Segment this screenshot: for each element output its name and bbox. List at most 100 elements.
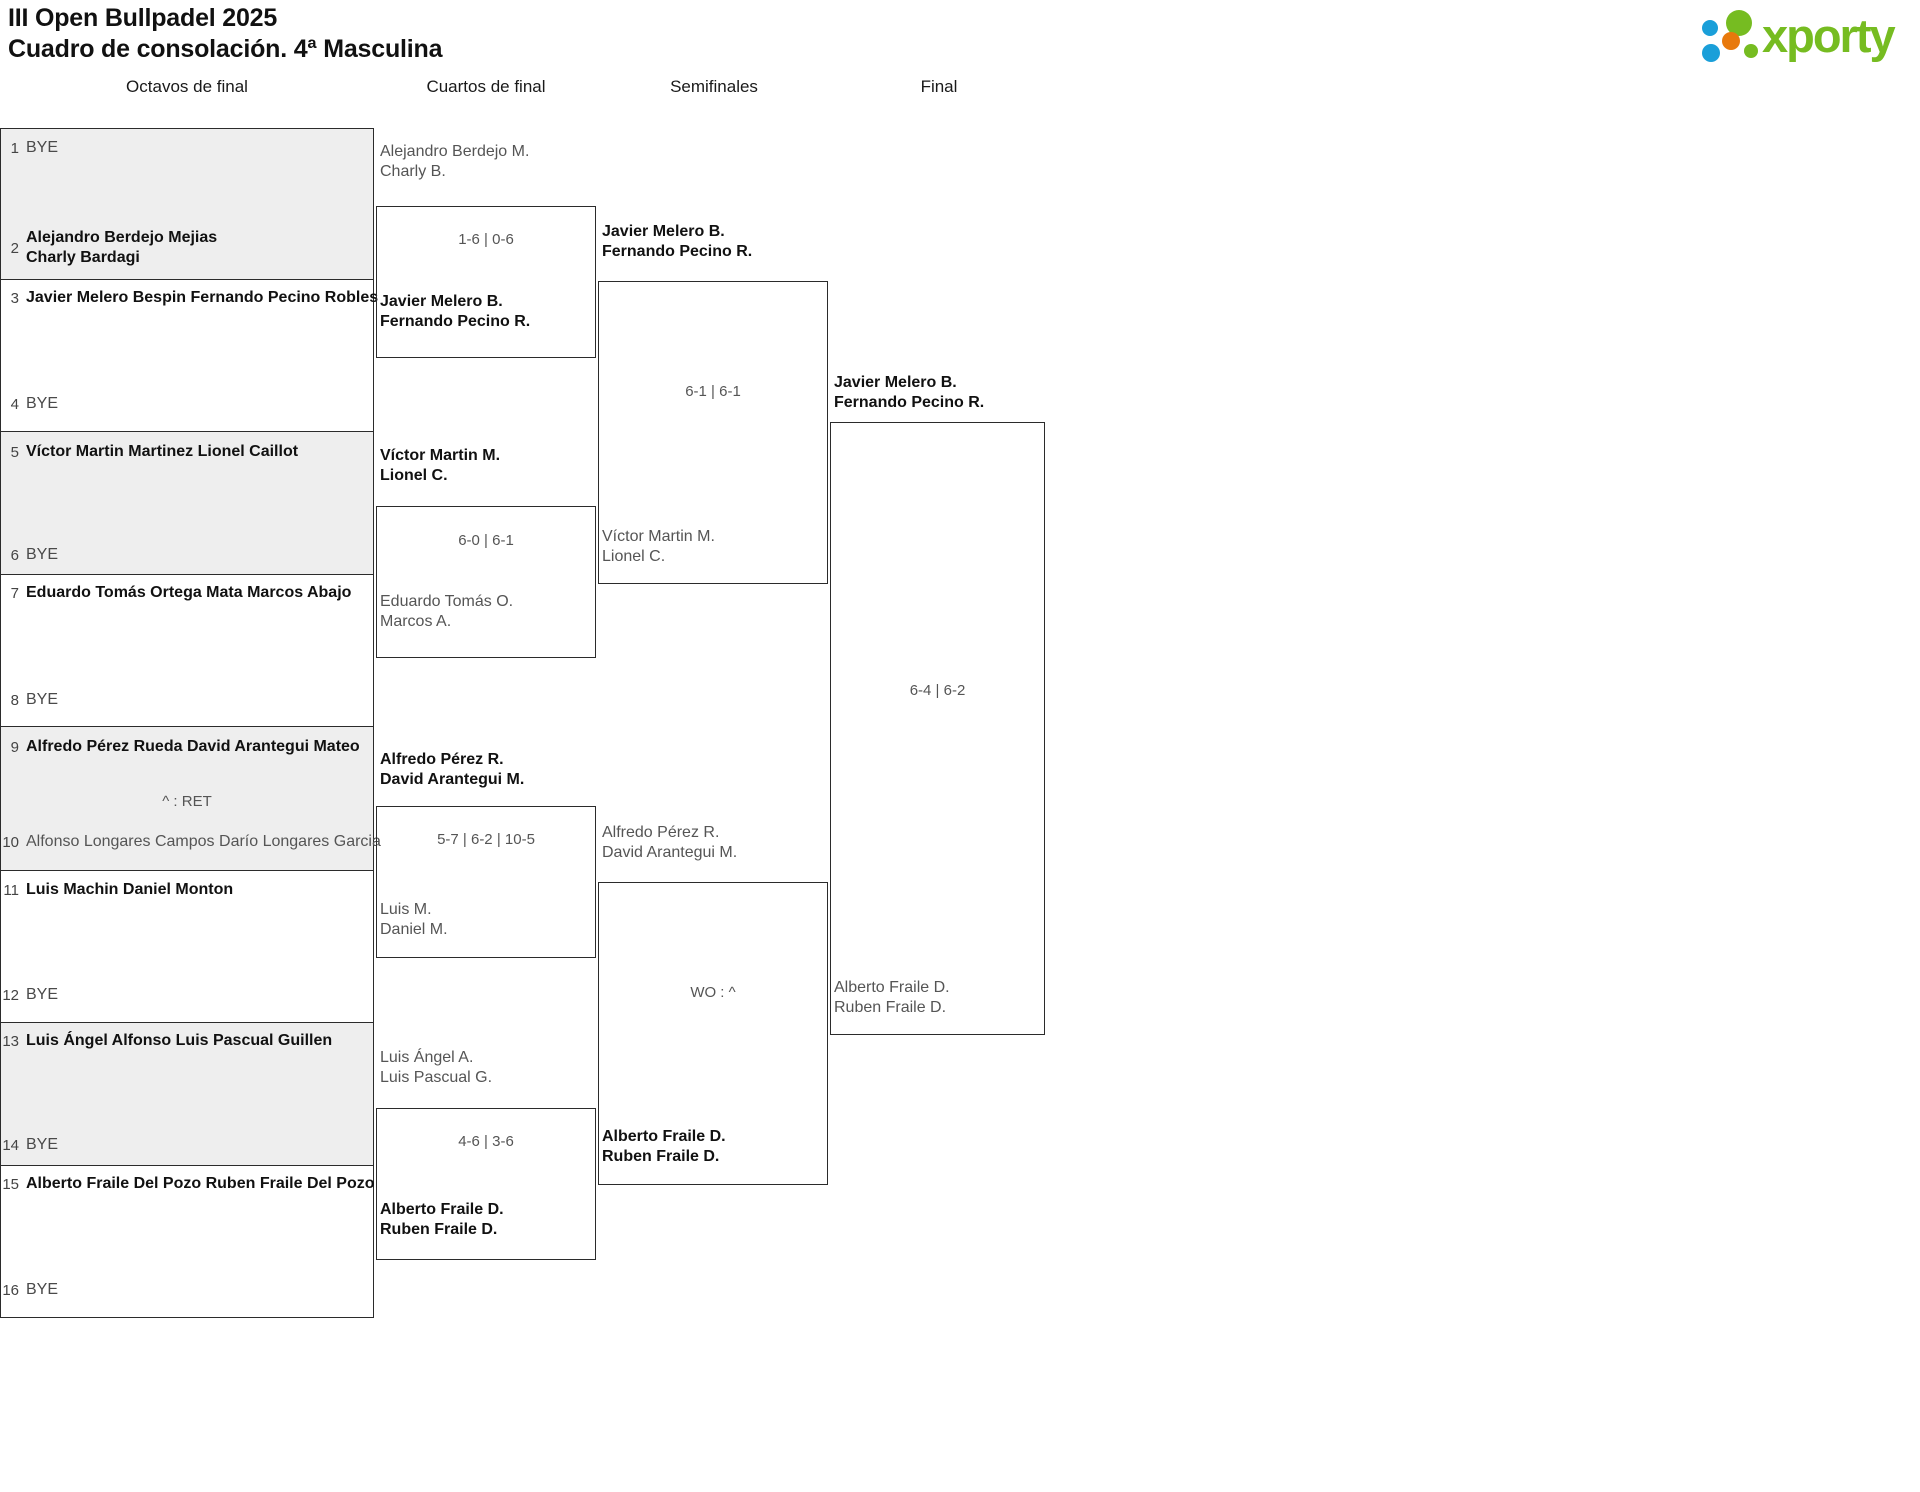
qf-match-box-3[interactable]: [376, 806, 596, 958]
r1-seed-15[interactable]: 15 Alberto Fraile Del Pozo Ruben Fraile …: [0, 1174, 374, 1194]
qf-1-team-bottom: Javier Melero B. Fernando Pecino R.: [380, 293, 531, 330]
r1-seed-4[interactable]: 4 BYE: [0, 394, 374, 414]
qf-1-team-top: Alejandro Berdejo M. Charly B.: [380, 143, 530, 180]
qf-match-box-4[interactable]: [376, 1108, 596, 1260]
bracket-subtitle: Cuadro de consolación. 4ª Masculina: [8, 35, 443, 63]
sf-match-score-1: 6-1 | 6-1: [685, 383, 741, 400]
seed-team: Luis Machin Daniel Monton: [26, 881, 234, 898]
seed-number: 12: [2, 986, 19, 1004]
seed-number: 10: [2, 833, 19, 851]
seed-number: 4: [10, 395, 19, 413]
seed-number: 14: [2, 1136, 19, 1154]
qf-match-score-3: 5-7 | 6-2 | 10-5: [437, 831, 535, 848]
qf-match-box-1[interactable]: [376, 206, 596, 358]
seed-number: 16: [2, 1281, 19, 1299]
r1-seed-16[interactable]: 16 BYE: [0, 1280, 374, 1300]
qf-match-score-4: 4-6 | 3-6: [458, 1133, 514, 1150]
qf-4-team-top: Luis Ángel A. Luis Pascual G.: [380, 1049, 493, 1086]
qf-3-team-top: Alfredo Pérez R. David Arantegui M.: [380, 751, 525, 788]
round-header-octavos: Octavos de final: [126, 77, 248, 96]
r1-seed-13[interactable]: 13 Luis Ángel Alfonso Luis Pascual Guill…: [0, 1031, 374, 1051]
seed-number: 5: [10, 443, 19, 461]
seed-team: BYE: [26, 986, 59, 1003]
sf-1-team-top: Javier Melero B. Fernando Pecino R.: [602, 223, 753, 260]
round-header-cuartos: Cuartos de final: [426, 77, 546, 96]
r1-seed-8[interactable]: 8 BYE: [0, 690, 374, 710]
seed-number: 13: [2, 1032, 19, 1050]
seed-number: 8: [10, 691, 19, 709]
title-block: III Open Bullpadel 2025 Cuadro de consol…: [8, 3, 442, 65]
r1-match-cell-3[interactable]: [0, 432, 374, 575]
logo-dots: [1700, 8, 1762, 64]
sf-match-box-1[interactable]: [598, 281, 828, 584]
seed-number: 7: [10, 584, 19, 602]
qf-2-team-bottom: Eduardo Tomás O. Marcos A.: [380, 593, 514, 630]
seed-team: Alberto Fraile Del Pozo Ruben Fraile Del…: [26, 1175, 375, 1192]
seed-team: Eduardo Tomás Ortega Mata Marcos Abajo: [26, 584, 352, 601]
xporty-logo: xporty: [1700, 8, 1910, 64]
seed-team: BYE: [26, 395, 59, 412]
final-team-top: Javier Melero B. Fernando Pecino R.: [834, 374, 985, 411]
r1-seed-1[interactable]: 1 BYE: [0, 138, 374, 158]
seed-number: 11: [3, 881, 19, 899]
sf-2-team-top: Alfredo Pérez R. David Arantegui M.: [602, 824, 738, 861]
seed-team: BYE: [26, 546, 59, 563]
seed-team: BYE: [26, 139, 59, 156]
sf-2-team-bottom: Alberto Fraile D. Ruben Fraile D.: [602, 1128, 726, 1165]
final-match-score: 6-4 | 6-2: [909, 682, 966, 699]
r1-seed-6[interactable]: 6 BYE: [0, 545, 374, 565]
r1-match-cell-5[interactable]: [0, 727, 374, 871]
qf-match-box-2[interactable]: [376, 506, 596, 658]
page-header: III Open Bullpadel 2025 Cuadro de consol…: [0, 0, 1920, 95]
seed-number: 1: [10, 139, 19, 157]
final-team-bottom: Alberto Fraile D. Ruben Fraile D.: [834, 979, 950, 1016]
seed-team: Víctor Martin Martinez Lionel Caillot: [26, 443, 299, 460]
seed-number: 2: [10, 239, 19, 257]
logo-dot-blue-small: [1702, 20, 1718, 36]
sf-1-team-bottom: Víctor Martin M. Lionel C.: [602, 528, 715, 565]
seed-number: 3: [10, 289, 19, 307]
r1-match-cell-7[interactable]: [0, 1023, 374, 1166]
logo-dot-green-large: [1726, 10, 1752, 36]
logo-dot-green-small: [1744, 44, 1758, 58]
logo-wordmark: xporty: [1762, 9, 1896, 62]
r1-seed-9[interactable]: 9 Alfredo Pérez Rueda David Arantegui Ma…: [0, 737, 374, 757]
r1-match-cell-8[interactable]: [0, 1166, 374, 1318]
qf-3-team-bottom: Luis M. Daniel M.: [380, 901, 448, 938]
r1-seed-11[interactable]: 11 Luis Machin Daniel Monton: [0, 880, 374, 900]
seed-team: BYE: [26, 1281, 59, 1298]
seed-number: 6: [10, 546, 19, 564]
seed-number: 9: [10, 738, 19, 756]
r1-match-cell-4[interactable]: [0, 575, 374, 727]
seed-number: 15: [2, 1175, 19, 1193]
qf-match-score-2: 6-0 | 6-1: [458, 532, 514, 549]
seed-team: Luis Ángel Alfonso Luis Pascual Guillen: [26, 1032, 333, 1049]
r1-match-cell-6[interactable]: [0, 871, 374, 1023]
r1-match-cell-1[interactable]: [0, 128, 374, 280]
sf-match-box-2[interactable]: [598, 882, 828, 1185]
logo-dot-orange: [1722, 32, 1740, 50]
r1-seed-3[interactable]: 3 Javier Melero Bespin Fernando Pecino R…: [0, 288, 378, 308]
qf-match-score-1: 1-6 | 0-6: [458, 231, 514, 248]
r1-seed-2[interactable]: 2 Alejandro Berdejo Mejias Charly Bardag…: [0, 228, 374, 268]
r1-match-cell-2[interactable]: [0, 280, 374, 432]
sf-match-score-2: WO : ^: [690, 984, 736, 1001]
seed-team: Javier Melero Bespin Fernando Pecino Rob…: [26, 289, 379, 306]
r1-match-score-5: ^ : RET: [162, 793, 212, 810]
tournament-title: III Open Bullpadel 2025: [8, 4, 278, 32]
qf-2-team-top: Víctor Martin M. Lionel C.: [380, 447, 501, 484]
r1-seed-5[interactable]: 5 Víctor Martin Martinez Lionel Caillot: [0, 442, 374, 462]
r1-seed-14[interactable]: 14 BYE: [0, 1135, 374, 1155]
final-match-box[interactable]: [830, 422, 1045, 1035]
r1-seed-12[interactable]: 12 BYE: [0, 985, 374, 1005]
seed-team: Alfredo Pérez Rueda David Arantegui Mate…: [26, 738, 360, 755]
r1-seed-7[interactable]: 7 Eduardo Tomás Ortega Mata Marcos Abajo: [0, 583, 374, 603]
qf-4-team-bottom: Alberto Fraile D. Ruben Fraile D.: [380, 1201, 504, 1238]
round-header-final: Final: [920, 77, 958, 96]
seed-team: Alejandro Berdejo Mejias Charly Bardagi: [26, 229, 218, 266]
logo-dot-blue-large: [1702, 44, 1720, 62]
seed-team: BYE: [26, 691, 59, 708]
r1-seed-10[interactable]: 10 Alfonso Longares Campos Darío Longare…: [0, 832, 381, 852]
round-header-semifinales: Semifinales: [670, 77, 758, 96]
